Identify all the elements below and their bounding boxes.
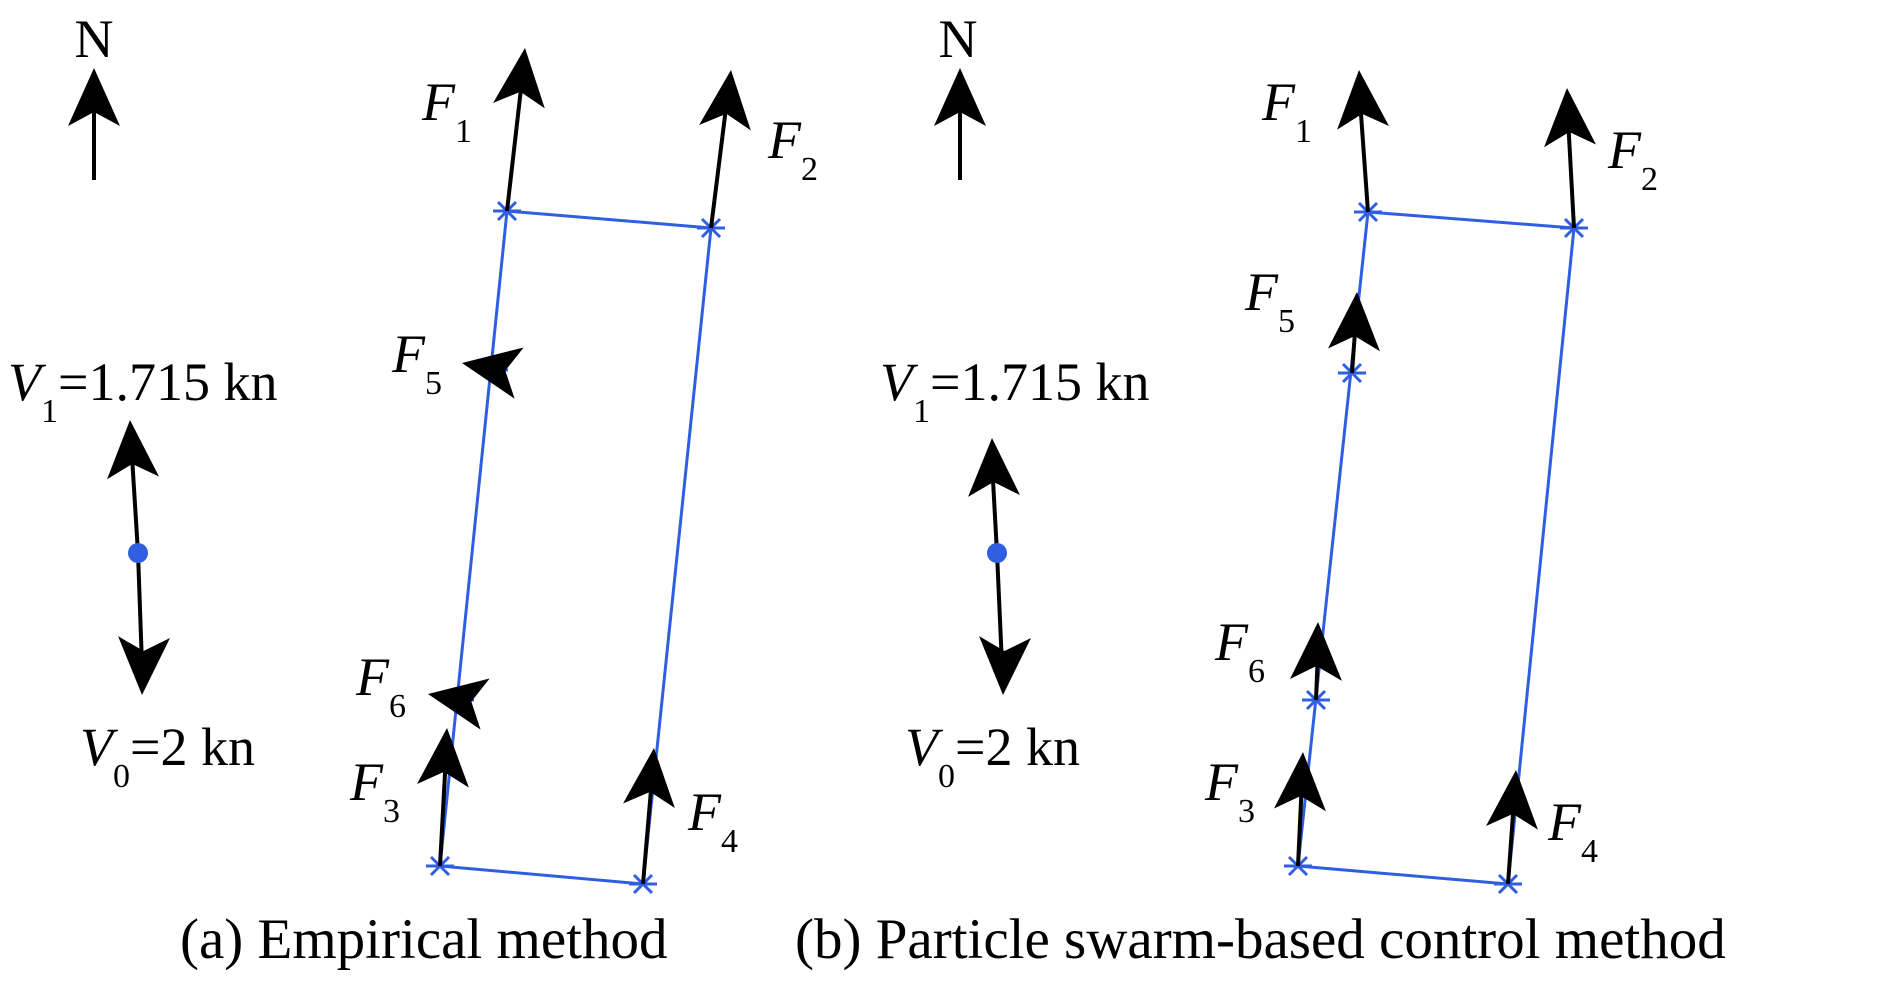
svg-text:V1=1.715 kn: V1=1.715 kn (880, 352, 1149, 430)
thruster-f3-b: F3 (1204, 752, 1326, 867)
svg-text:F5: F5 (391, 324, 442, 402)
svg-text:F1: F1 (421, 72, 472, 150)
v0-subscript-a: 0 (113, 758, 130, 795)
panel-a: N V1=1.715 kn V0=2 kn (8, 9, 818, 971)
svg-text:V0=2 kn: V0=2 kn (80, 717, 255, 795)
node-markers-a (426, 200, 725, 895)
speed-v0-label-b: V0=2 kn (905, 717, 1080, 795)
svg-text:F2: F2 (1607, 120, 1658, 198)
thruster-f6-a: F6 (355, 647, 490, 730)
v1-subscript-b: 1 (913, 393, 930, 430)
compass-label-b: N (939, 9, 978, 69)
v0-subscript-b: 0 (938, 758, 955, 795)
north-compass-a: N (68, 9, 120, 180)
thruster-f3-a: F3 (349, 728, 469, 867)
svg-text:F3: F3 (349, 752, 400, 830)
caption-b: (b) Particle swarm-based control method (795, 908, 1726, 971)
thruster-f2-b: F2 (1544, 88, 1658, 229)
svg-text:F6: F6 (355, 647, 406, 725)
panel-b: N V1=1.715 kn V0=2 kn (795, 9, 1726, 971)
svg-text:F4: F4 (1547, 792, 1598, 870)
v1-value-b: =1.715 kn (930, 352, 1149, 412)
thruster-f4-a: F4 (623, 748, 738, 885)
compass-label-a: N (75, 9, 114, 69)
v0-symbol-a: V (80, 717, 119, 777)
v1-symbol-a: V (8, 352, 47, 412)
svg-text:F4: F4 (687, 782, 738, 860)
v0-value-b: =2 kn (955, 717, 1080, 777)
caption-a: (a) Empirical method (180, 908, 667, 971)
speed-v0-label-a: V0=2 kn (80, 717, 255, 795)
v0-symbol-b: V (905, 717, 944, 777)
svg-text:V0=2 kn: V0=2 kn (905, 717, 1080, 795)
svg-text:F3: F3 (1204, 752, 1255, 830)
platform-frame-b (1296, 210, 1576, 886)
thruster-f5-a: F5 (391, 324, 524, 402)
svg-text:F1: F1 (1261, 72, 1312, 150)
vessel-a (107, 420, 171, 695)
thruster-f2-a: F2 (699, 70, 818, 229)
platform-frame-a (438, 209, 713, 886)
svg-text:V1=1.715 kn: V1=1.715 kn (8, 352, 277, 430)
vessel-center-a (128, 543, 148, 563)
speed-v1-label-b: V1=1.715 kn (880, 352, 1149, 430)
thruster-f6-b: F6 (1214, 612, 1342, 701)
svg-text:F6: F6 (1214, 612, 1265, 690)
speed-v1-label-a: V1=1.715 kn (8, 352, 277, 430)
svg-text:F5: F5 (1244, 262, 1295, 340)
vessel-center-b (987, 543, 1007, 563)
vessel-b (968, 438, 1032, 695)
thruster-f4-b: F4 (1486, 770, 1598, 885)
thruster-f1-b: F1 (1261, 70, 1389, 213)
north-compass-b: N (934, 9, 986, 180)
v1-subscript-a: 1 (41, 393, 58, 430)
thruster-f5-b: F5 (1244, 262, 1380, 374)
v1-symbol-b: V (880, 352, 919, 412)
v0-value-a: =2 kn (130, 717, 255, 777)
svg-text:F2: F2 (767, 110, 818, 188)
v1-value-a: =1.715 kn (58, 352, 277, 412)
thruster-f1-a: F1 (421, 48, 545, 212)
